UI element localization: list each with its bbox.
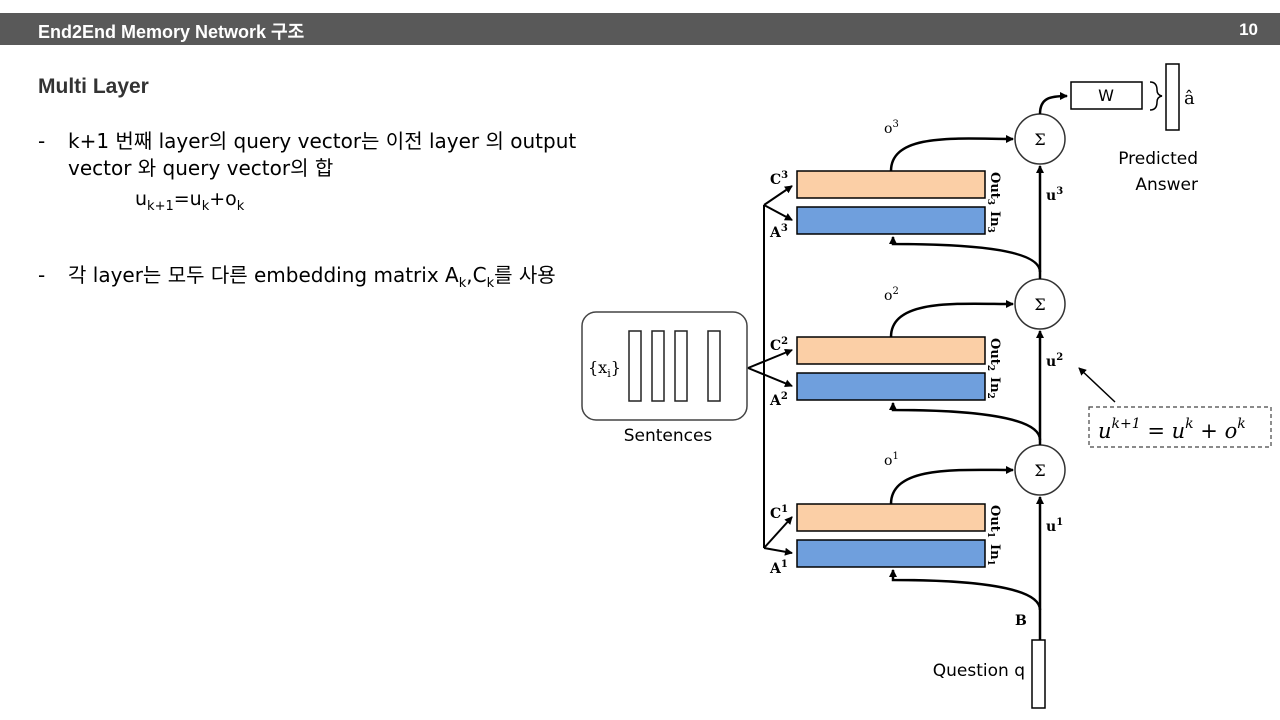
equation-text: uk+1 = uk + ok [1098, 416, 1246, 443]
formula-eq: =u [173, 188, 202, 210]
question-label: Question q [933, 661, 1025, 681]
b-label: B [1015, 613, 1027, 629]
bullet-sub: k [486, 276, 495, 291]
o1-label: o1 [884, 451, 899, 469]
sentence-vector [674, 330, 688, 402]
a-hat-label: â [1184, 88, 1195, 109]
out2-label: Out2 [985, 338, 1002, 371]
slide-header: End2End Memory Network 구조 10 [0, 13, 1280, 45]
u1-label: u1 [1046, 517, 1063, 535]
bullet-text-mid: ,C [466, 263, 487, 287]
sentence-vector [707, 330, 721, 402]
u3-label: u3 [1046, 186, 1063, 204]
bullet-text-pre: 각 layer는 모두 다른 embedding matrix A [68, 263, 459, 287]
bullet-dash: - [38, 129, 46, 153]
w-label: W [1098, 86, 1114, 105]
sigma-symbol: Σ [1034, 295, 1045, 314]
a1-block [796, 539, 986, 568]
o2-label: o2 [884, 286, 899, 304]
bullet-text: k+1 번째 layer의 query vector는 이전 layer 의 o… [68, 128, 708, 182]
predicted-label: Predicted [1118, 149, 1198, 169]
answer-vector [1165, 63, 1180, 131]
question-vector [1031, 639, 1046, 709]
page-number: 10 [1239, 20, 1258, 39]
bullet-line-2: vector 와 query vector의 합 [68, 156, 334, 180]
in3-label: In3 [985, 211, 1002, 233]
bullet-text: 각 layer는 모두 다른 embedding matrix Ak,Ck를 사… [68, 262, 708, 297]
in2-label: In2 [985, 377, 1002, 399]
slide-title: End2End Memory Network 구조 [38, 22, 305, 42]
sentences-label: Sentences [624, 426, 713, 446]
out1-label: Out1 [985, 505, 1002, 538]
bullet-line-1: k+1 번째 layer의 query vector는 이전 layer 의 o… [68, 129, 577, 153]
in1-label: In1 [985, 544, 1002, 566]
answer-label: Answer [1135, 175, 1198, 195]
a1-label: A1 [769, 559, 788, 577]
a3-block [796, 206, 986, 235]
u2-label: u2 [1046, 352, 1063, 370]
brace-icon [1149, 81, 1163, 111]
c3-block [796, 170, 986, 199]
formula-sub: k [236, 198, 245, 214]
bullet-dash: - [38, 263, 46, 287]
bullet-sub: k [458, 276, 467, 291]
a2-block [796, 372, 986, 401]
c2-block [796, 336, 986, 365]
flow-arrows [889, 92, 1068, 640]
section-heading: Multi Layer [38, 75, 149, 98]
update-formula: uk+1=uk+ok [135, 188, 244, 214]
a2-label: A2 [769, 391, 788, 409]
sigma-symbol: Σ [1034, 461, 1045, 480]
xi-label: {xi} [588, 358, 621, 380]
out3-label: Out3 [985, 172, 1002, 205]
a3-label: A3 [769, 223, 788, 241]
bullet-text-post: 를 사용 [494, 263, 556, 287]
formula-sub: k [201, 198, 210, 214]
c1-label: C1 [770, 504, 788, 522]
w-box [1070, 81, 1143, 110]
sentence-branches [747, 185, 793, 556]
equation-box [1088, 406, 1272, 448]
formula-plus: +o [209, 188, 237, 210]
formula-u: u [135, 188, 148, 210]
o3-label: o3 [884, 119, 899, 137]
sentence-vector [651, 330, 665, 402]
c1-block [796, 503, 986, 532]
formula-sub: k+1 [147, 198, 174, 214]
sigma-symbol: Σ [1034, 130, 1045, 149]
c2-label: C2 [770, 336, 788, 354]
equation-pointer-arrow [1078, 367, 1116, 403]
sentence-vector [628, 330, 642, 402]
c3-label: C3 [770, 170, 788, 188]
